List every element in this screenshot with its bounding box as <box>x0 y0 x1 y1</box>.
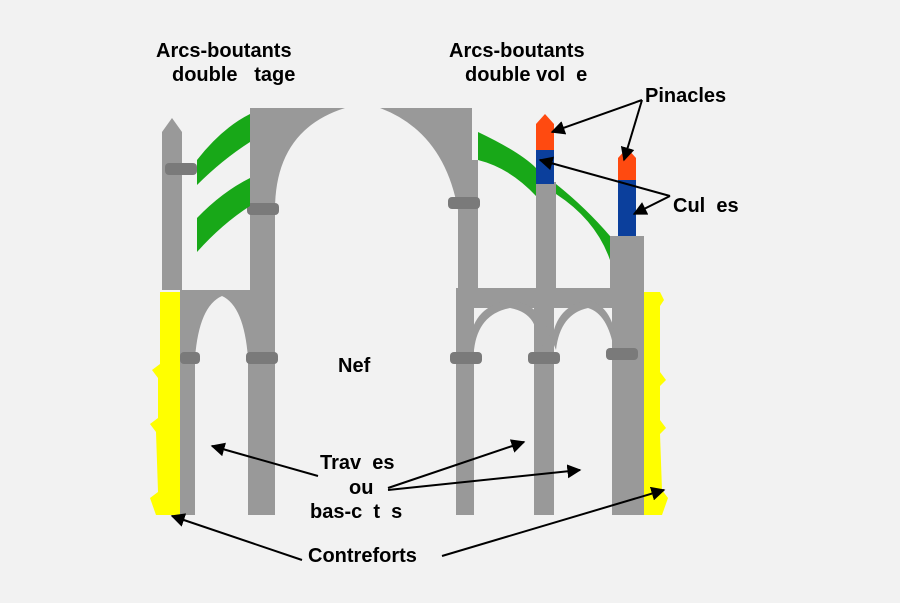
flying-buttress-left-upper <box>197 114 250 185</box>
label-bays-3: bas-c t s <box>310 501 402 523</box>
flying-buttress-right-outer <box>556 184 610 260</box>
flying-buttress-left-lower <box>197 178 250 252</box>
label-bays-2: ou <box>349 477 373 499</box>
right-arch-1b <box>510 300 550 350</box>
capital <box>180 352 200 364</box>
label-buttresses: Contreforts <box>308 545 417 567</box>
label-pinnacles: Pinacles <box>645 85 726 107</box>
capital <box>246 352 278 364</box>
labels: Arcs-boutants double tage Arcs-boutants … <box>156 40 739 567</box>
right-arch-1 <box>470 300 510 350</box>
buttresses <box>150 292 668 515</box>
inner-upper-pier <box>536 182 556 290</box>
flying-buttresses <box>197 114 610 260</box>
capital <box>247 203 279 215</box>
outer-abutment-base <box>610 236 644 290</box>
capital <box>450 352 482 364</box>
label-double-stage-2: double tage <box>172 64 295 86</box>
arrow-bay-left <box>210 442 319 477</box>
capitals <box>165 163 638 364</box>
abutment-inner <box>536 150 554 184</box>
arrow-bay-middle <box>387 439 526 489</box>
pinnacle-inner <box>536 114 554 150</box>
left-buttress-tower <box>162 118 182 290</box>
buttress-right <box>644 292 668 515</box>
label-abutments: Cul es <box>673 195 739 217</box>
label-nave: Nef <box>338 355 371 377</box>
arrow-bay-right <box>387 464 582 491</box>
right-arch-2b <box>588 300 616 350</box>
nave-vault <box>250 108 478 290</box>
buttress-left <box>150 292 180 515</box>
right-pier-3 <box>612 300 644 515</box>
left-arcade-frame <box>180 290 275 515</box>
abutment-outer <box>618 180 636 236</box>
capital <box>606 348 638 360</box>
arrow-abutment-outer <box>632 195 671 215</box>
arrow-abutment-inner <box>538 156 671 197</box>
arrow-buttress-right <box>441 486 666 557</box>
label-double-flight-2: double vol e <box>465 64 587 86</box>
label-bays-1: Trav es <box>320 452 395 474</box>
arrows <box>170 99 671 561</box>
arrow-pinnacle-inner <box>550 99 643 135</box>
arrow-pinnacle-outer <box>620 99 643 162</box>
capital <box>448 197 480 209</box>
capital <box>528 352 560 364</box>
label-double-flight-1: Arcs-boutants <box>449 40 585 62</box>
flying-buttress-right-inner <box>478 132 536 196</box>
label-double-stage-1: Arcs-boutants <box>156 40 292 62</box>
arrow-buttress-left <box>170 513 303 561</box>
right-arch-2 <box>552 300 588 350</box>
capital <box>165 163 197 175</box>
